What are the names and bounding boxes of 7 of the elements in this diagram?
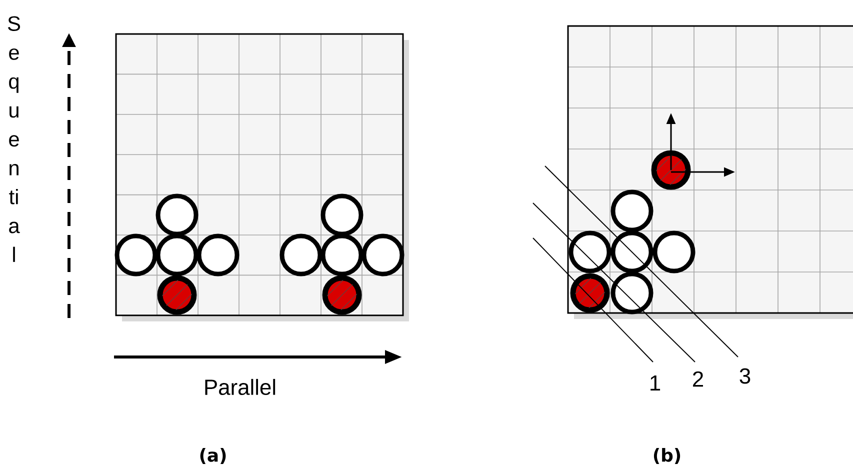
line-number: 3 [740,368,750,384]
panel-caption: (b) [654,448,680,464]
line-number: 1 [650,375,660,391]
axis-label: Sequential [8,16,20,262]
panel-caption: (a) [200,448,226,464]
axis-label: Parallel [205,378,276,396]
line-number: 2 [693,371,703,387]
